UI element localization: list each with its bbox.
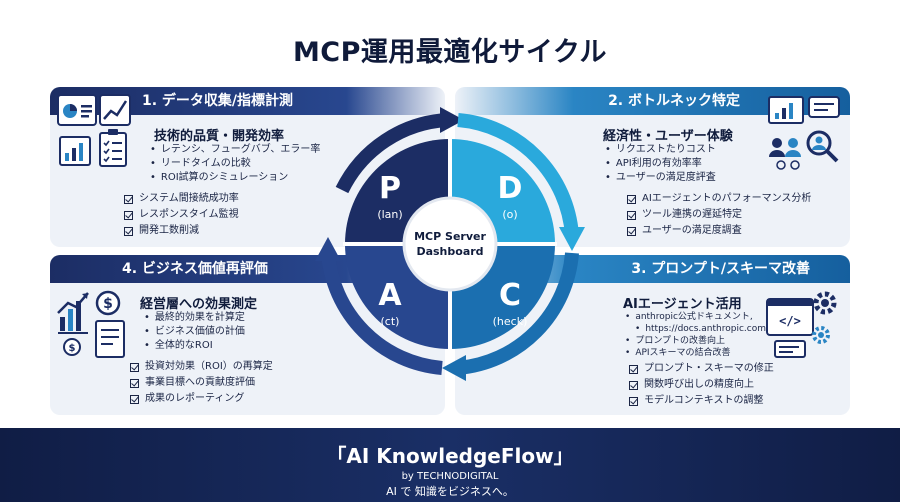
check-word: (heck) bbox=[493, 315, 528, 328]
list-item: anthropic公式ドキュメント, bbox=[625, 311, 766, 323]
list-item: リクエストたりコスト bbox=[605, 143, 716, 157]
panel-2-bullets: リクエストたりコスト API利用の有効率率 ユーザーの満足度評査 bbox=[605, 143, 716, 185]
footer-brand: 「AI KnowledgeFlow」 bbox=[326, 444, 574, 468]
footer-tagline: AI で 知識をビジネスへ。 bbox=[386, 485, 514, 498]
panel-4-bullets: 最終的効果を計算定 ビジネス価値の計価 全体的なROI bbox=[144, 311, 245, 353]
list-item: 全体的なROI bbox=[144, 339, 245, 353]
svg-text:$: $ bbox=[69, 343, 76, 354]
checkbox-icon bbox=[629, 396, 638, 406]
checkbox-icon bbox=[124, 226, 133, 236]
footer-by: by TECHNODIGITAL bbox=[401, 471, 499, 482]
list-item: ツール連携の遅延特定 bbox=[627, 207, 811, 223]
list-item: https://docs.anthropic.com bbox=[625, 323, 766, 335]
list-item: リードタイムの比較 bbox=[150, 157, 320, 171]
dashboard-charts-icon bbox=[57, 94, 131, 167]
checkbox-icon bbox=[627, 226, 636, 236]
list-item: モデルコンテキストの調整 bbox=[629, 393, 774, 409]
page-title: MCP運用最適化サイクル bbox=[292, 37, 608, 68]
act-letter: A bbox=[378, 278, 402, 313]
arrow-head-icon bbox=[559, 227, 585, 251]
checkbox-icon bbox=[124, 194, 133, 204]
checkbox-icon bbox=[627, 210, 636, 220]
do-letter: D bbox=[498, 171, 523, 206]
list-item: ROI試算のシミュレーション bbox=[150, 171, 320, 185]
arrow-check-to-act bbox=[457, 252, 579, 375]
center-hub bbox=[402, 196, 498, 292]
analytics-people-icon bbox=[768, 96, 840, 170]
panel-2-checks: AIエージェントのパフォーマンス分析 ツール連携の遅延特定 ユーザーの満足度調査 bbox=[627, 191, 811, 239]
arrow-plan-to-do bbox=[335, 113, 449, 194]
pdca-cycle-diagram: MCP Server Dashboard P (lan) D (o) C (he… bbox=[315, 107, 585, 381]
list-item: 事業目標への貢献度評価 bbox=[130, 375, 273, 391]
svg-text:$: $ bbox=[103, 296, 113, 312]
checkbox-icon bbox=[124, 210, 133, 220]
check-letter: C bbox=[499, 278, 521, 313]
center-label-line-2: Dashboard bbox=[416, 245, 483, 258]
do-word: (o) bbox=[502, 208, 517, 221]
arrow-do-to-check bbox=[457, 113, 579, 236]
list-item: AIエージェントのパフォーマンス分析 bbox=[627, 191, 811, 207]
list-item: プロンプト・スキーマの修正 bbox=[629, 361, 774, 377]
finance-growth-icon: $ $ bbox=[57, 290, 125, 358]
panel-3-subtitle: AIエージェント活用 bbox=[623, 297, 742, 312]
list-item: API利用の有効率率 bbox=[605, 157, 716, 171]
list-item: 開発工数削減 bbox=[124, 223, 239, 239]
checkbox-icon bbox=[130, 394, 139, 404]
checkbox-icon bbox=[629, 364, 638, 374]
center-label-line-1: MCP Server bbox=[414, 230, 486, 243]
list-item: 関数呼び出しの精度向上 bbox=[629, 377, 774, 393]
list-item: ビジネス価値の計価 bbox=[144, 325, 245, 339]
plan-word: (lan) bbox=[377, 208, 402, 221]
list-item: システム間接続成功率 bbox=[124, 191, 239, 207]
svg-text:</>: </> bbox=[779, 314, 801, 328]
panel-3-bullets: anthropic公式ドキュメント, https://docs.anthropi… bbox=[625, 311, 766, 359]
panel-1-checks: システム間接続成功率 レスポンスタイム監視 開発工数削減 bbox=[124, 191, 239, 239]
list-item: 成果のレポーティング bbox=[130, 391, 273, 407]
list-item: ユーザーの満足度評査 bbox=[605, 171, 716, 185]
checkbox-icon bbox=[130, 362, 139, 372]
checkbox-icon bbox=[627, 194, 636, 204]
list-item: レスポンスタイム監視 bbox=[124, 207, 239, 223]
panel-1-bullets: レテンシ、フューグバブ、エラー率 リードタイムの比較 ROI試算のシミュレーショ… bbox=[150, 143, 321, 185]
footer-banner: 「AI KnowledgeFlow」 by TECHNODIGITAL AI で… bbox=[0, 428, 900, 502]
list-item: プロンプトの改善向上 bbox=[625, 335, 766, 347]
list-item: 最終的効果を計算定 bbox=[144, 311, 245, 325]
plan-letter: P bbox=[379, 171, 401, 206]
list-item: レテンシ、フューグバブ、エラー率 bbox=[150, 143, 321, 157]
list-item: ユーザーの満足度調査 bbox=[627, 223, 811, 239]
panel-2-subtitle: 経済性・ユーザー体験 bbox=[603, 129, 733, 144]
checkbox-icon bbox=[629, 380, 638, 390]
panel-1-subtitle: 技術的品質・開発効率 bbox=[154, 129, 285, 144]
arrow-head-icon bbox=[315, 237, 341, 261]
arrow-act-to-plan bbox=[321, 252, 443, 375]
panel-4-checks: 投資対効果（ROI）の再算定 事業目標への貢献度評価 成果のレポーティング bbox=[130, 359, 273, 407]
arrow-head-icon bbox=[442, 355, 466, 381]
checkbox-icon bbox=[130, 378, 139, 388]
act-word: (ct) bbox=[381, 315, 400, 328]
list-item: APIスキーマの結合改善 bbox=[625, 347, 766, 359]
panel-4-subtitle: 経営層への効果測定 bbox=[140, 297, 258, 312]
code-gears-icon: </> bbox=[766, 291, 837, 358]
arrow-head-icon bbox=[440, 107, 464, 133]
list-item: 投資対効果（ROI）の再算定 bbox=[130, 359, 273, 375]
panel-3-checks: プロンプト・スキーマの修正 関数呼び出しの精度向上 モデルコンテキストの調整 bbox=[629, 361, 774, 409]
